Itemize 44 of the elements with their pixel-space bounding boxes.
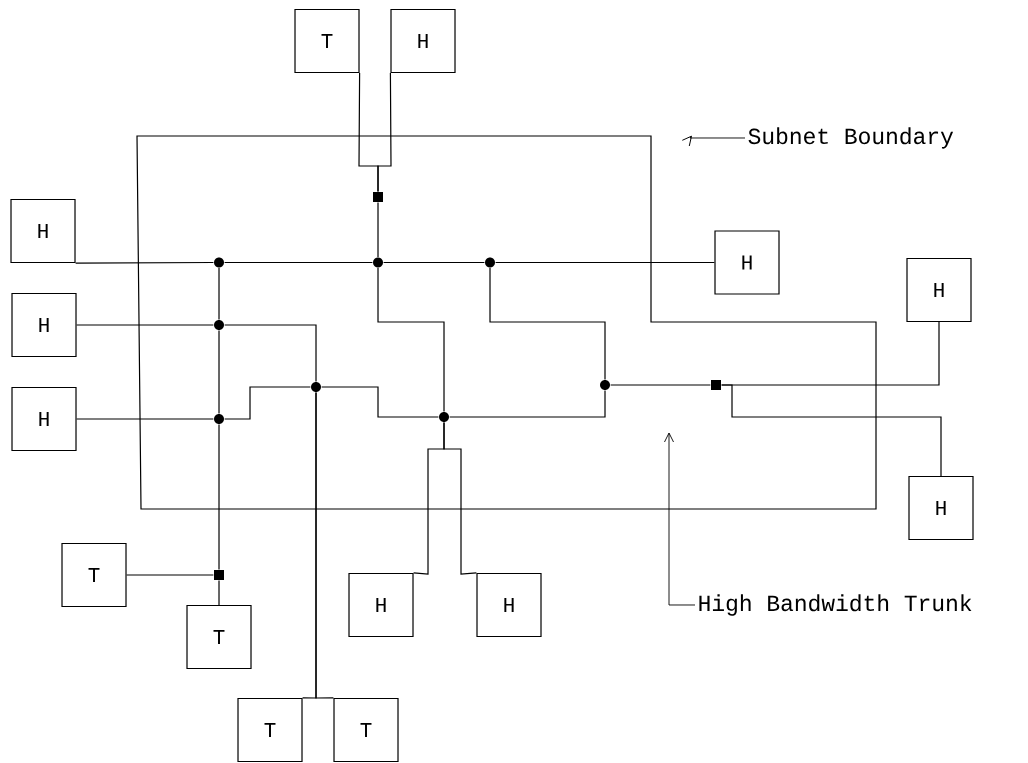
network-link bbox=[224, 386, 311, 420]
callout-label: High Bandwidth Trunk bbox=[699, 594, 972, 616]
host-box: T bbox=[186, 604, 252, 670]
network-link bbox=[218, 330, 220, 414]
network-link bbox=[218, 424, 220, 570]
network-link bbox=[76, 324, 214, 326]
callout-label: Subnet Boundary bbox=[748, 127, 954, 149]
host-box: H bbox=[11, 386, 77, 452]
network-link bbox=[489, 267, 606, 380]
network-link bbox=[449, 390, 606, 418]
host-box: T bbox=[61, 542, 127, 608]
junction-square bbox=[214, 570, 224, 580]
network-link bbox=[610, 384, 711, 386]
network-link bbox=[218, 580, 220, 606]
host-box: T bbox=[294, 8, 360, 74]
network-link bbox=[315, 392, 334, 699]
host-box: H bbox=[390, 8, 456, 74]
host-box: H bbox=[348, 572, 414, 638]
junction-square bbox=[373, 192, 383, 202]
network-link bbox=[721, 384, 942, 477]
host-box: T bbox=[237, 697, 303, 763]
host-box: H bbox=[11, 292, 77, 358]
host-box: H bbox=[714, 230, 780, 295]
network-link bbox=[75, 261, 214, 264]
network-link bbox=[321, 386, 439, 418]
network-link bbox=[495, 261, 715, 264]
host-box: H bbox=[476, 572, 542, 638]
network-link bbox=[377, 267, 445, 412]
host-box: H bbox=[10, 198, 76, 264]
host-box: T bbox=[333, 697, 399, 763]
network-link bbox=[377, 72, 392, 192]
junction-square bbox=[711, 380, 721, 390]
network-link bbox=[76, 418, 214, 420]
network-link bbox=[224, 261, 373, 264]
network-link bbox=[383, 261, 485, 264]
network-link bbox=[224, 324, 317, 382]
host-box: H bbox=[908, 475, 974, 541]
network-link bbox=[443, 422, 477, 575]
network-link bbox=[218, 267, 220, 320]
host-box: H bbox=[906, 257, 972, 323]
network-link bbox=[377, 202, 379, 258]
leader-arrow bbox=[664, 432, 696, 606]
network-link bbox=[126, 574, 214, 576]
leader-arrow bbox=[681, 135, 746, 147]
